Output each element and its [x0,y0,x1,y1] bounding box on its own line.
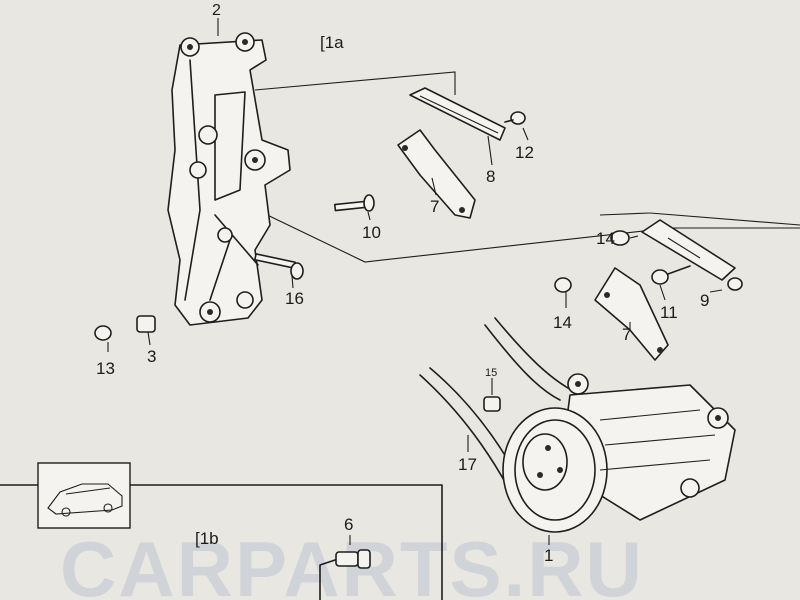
bolt-16 [254,253,304,280]
callout-11: 11 [660,303,678,322]
main-bracket [167,32,291,326]
leader-lines [107,18,723,545]
bracket-9-group [554,219,743,293]
callout-7-lower: 7 [622,325,631,344]
callout-10: 10 [362,223,381,242]
section-label-1b: [1b [195,529,219,548]
callout-16: 16 [285,289,304,308]
plate-7-upper [397,129,476,219]
callout-14-lower: 14 [553,313,572,332]
section-label-1a: [1a [320,33,344,52]
ac-compressor-1 [502,373,736,533]
callout-15: 15 [485,367,497,379]
spacer-3 [136,315,156,333]
section-1b-box [0,484,443,600]
callout-1: 1 [544,546,553,565]
callout-12: 12 [515,143,534,162]
callout-2: 2 [212,2,221,19]
callout-3: 3 [147,347,156,366]
callout-9: 9 [700,291,709,310]
bolt-10 [333,194,375,212]
section-1a-outline [204,71,800,263]
callout-8: 8 [486,167,495,186]
fitting-6 [319,549,371,600]
callout-13: 13 [96,359,115,378]
callout-6: 6 [344,515,353,534]
callout-7-upper: 7 [430,197,439,216]
car-thumbnail [37,462,131,529]
nut-13 [94,325,112,341]
callout-17: 17 [458,455,477,474]
bolt-12 [504,111,526,125]
nut-15 [483,396,501,412]
callout-14-upper: 14 [596,229,615,248]
adjuster-link-8 [409,87,506,141]
